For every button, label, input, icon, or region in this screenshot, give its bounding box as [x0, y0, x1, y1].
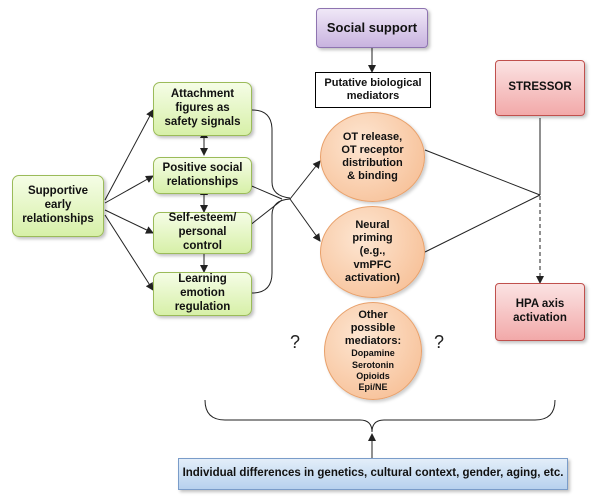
- arrow-supportive-to-positive: [104, 175, 154, 204]
- arrow-supportive-to-learning: [104, 214, 154, 291]
- curve-attachment: [251, 109, 291, 199]
- ot-release-circle: OT release, OT receptor distribution & b…: [320, 112, 425, 202]
- putative-mediators-box: Putative biological mediators: [315, 72, 431, 108]
- bottom-brace: [204, 399, 556, 433]
- arrow-supportive-to-attachment: [104, 109, 154, 201]
- curve-learning: [251, 198, 291, 294]
- hpa-axis-box: HPA axis activation: [495, 283, 585, 341]
- individual-differences-box: Individual differences in genetics, cult…: [178, 458, 568, 490]
- self-esteem-box: Self-esteem/ personal control: [153, 212, 252, 254]
- question-mark-left: ?: [290, 332, 301, 352]
- learning-emotion-regulation-box: Learning emotion regulation: [153, 272, 252, 316]
- stressor-box: STRESSOR: [495, 60, 585, 116]
- question-mark-right: ?: [434, 332, 445, 352]
- attachment-figures-box: Attachment figures as safety signals: [153, 82, 252, 136]
- social-support-box: Social support: [316, 8, 428, 48]
- line-ot-to-stressor: [424, 149, 541, 196]
- arrow-supportive-to-selfesteem: [104, 209, 154, 234]
- arrow-to-ot: [289, 160, 321, 200]
- line-neural-to-stressor: [424, 194, 541, 253]
- other-mediators-list: Dopamine Serotonin Opioids Epi/NE: [351, 348, 395, 393]
- arrow-to-neural: [289, 198, 321, 242]
- neural-priming-circle: Neural priming (e.g., vmPFC activation): [320, 206, 425, 298]
- other-mediators-title: Other possible mediators:: [344, 308, 402, 348]
- positive-social-relationships-box: Positive social relationships: [153, 157, 252, 194]
- supportive-early-relationships-box: Supportive early relationships: [12, 175, 104, 237]
- other-mediators-circle: Other possible mediators: Dopamine Serot…: [324, 302, 422, 400]
